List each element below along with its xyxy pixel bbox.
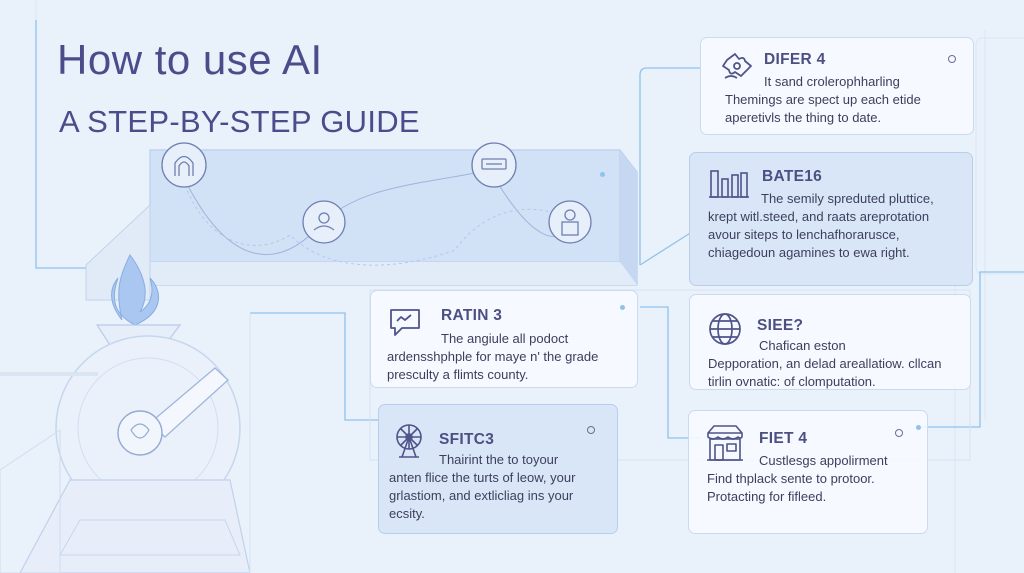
chat-bubble-icon [388, 306, 422, 340]
connector-dot [620, 305, 625, 310]
card-title: BATE16 [762, 168, 823, 185]
card-description: Chafican eston Depporation, an delad are… [708, 338, 942, 389]
status-radio[interactable] [587, 426, 595, 434]
ferris-wheel-icon [390, 421, 428, 459]
step-card-ratin[interactable]: RATIN 3 The angiule all podoct ardensshp… [370, 290, 638, 388]
card-description: Custlesgs appolirment Find thplack sente… [707, 453, 888, 504]
step-card-bate[interactable]: BATE16 The semily spreduted pluttice, kr… [689, 152, 973, 286]
step-card-sfitc[interactable]: SFITC3 Thairint the to toyour anten flic… [378, 404, 618, 534]
card-title: SFITC3 [439, 431, 495, 448]
page-title: How to use AI [57, 36, 323, 83]
card-title: DIFER 4 [764, 51, 826, 68]
card-title: RATIN 3 [441, 307, 503, 324]
bar-chart-icon [708, 165, 750, 199]
card-description: The angiule all podoct ardensshphple for… [387, 331, 599, 382]
status-radio[interactable] [895, 429, 903, 437]
connector-dot [916, 425, 921, 430]
storefront-icon [705, 423, 745, 463]
puzzle-hand-icon [717, 46, 757, 86]
card-description: It sand crolerophharling Themings are sp… [725, 74, 921, 125]
step-card-fiet[interactable]: FIET 4 Custlesgs appolirment Find thplac… [688, 410, 928, 534]
step-card-difer[interactable]: DIFER 4 It sand crolerophharling Theming… [700, 37, 974, 135]
card-description: The semily spreduted pluttice, krept wit… [708, 191, 934, 260]
page-subtitle: A STEP-BY-STEP GUIDE [59, 104, 420, 139]
globe-icon [707, 311, 743, 347]
card-title: FIET 4 [759, 430, 808, 447]
status-radio[interactable] [948, 55, 956, 63]
card-title: SIEE? [757, 317, 804, 334]
flame-machine [0, 203, 251, 573]
card-description: Thairint the to toyour anten flice the t… [389, 452, 576, 521]
connector-dot [600, 172, 605, 177]
step-card-siee[interactable]: SIEE? Chafican eston Depporation, an del… [689, 294, 971, 390]
